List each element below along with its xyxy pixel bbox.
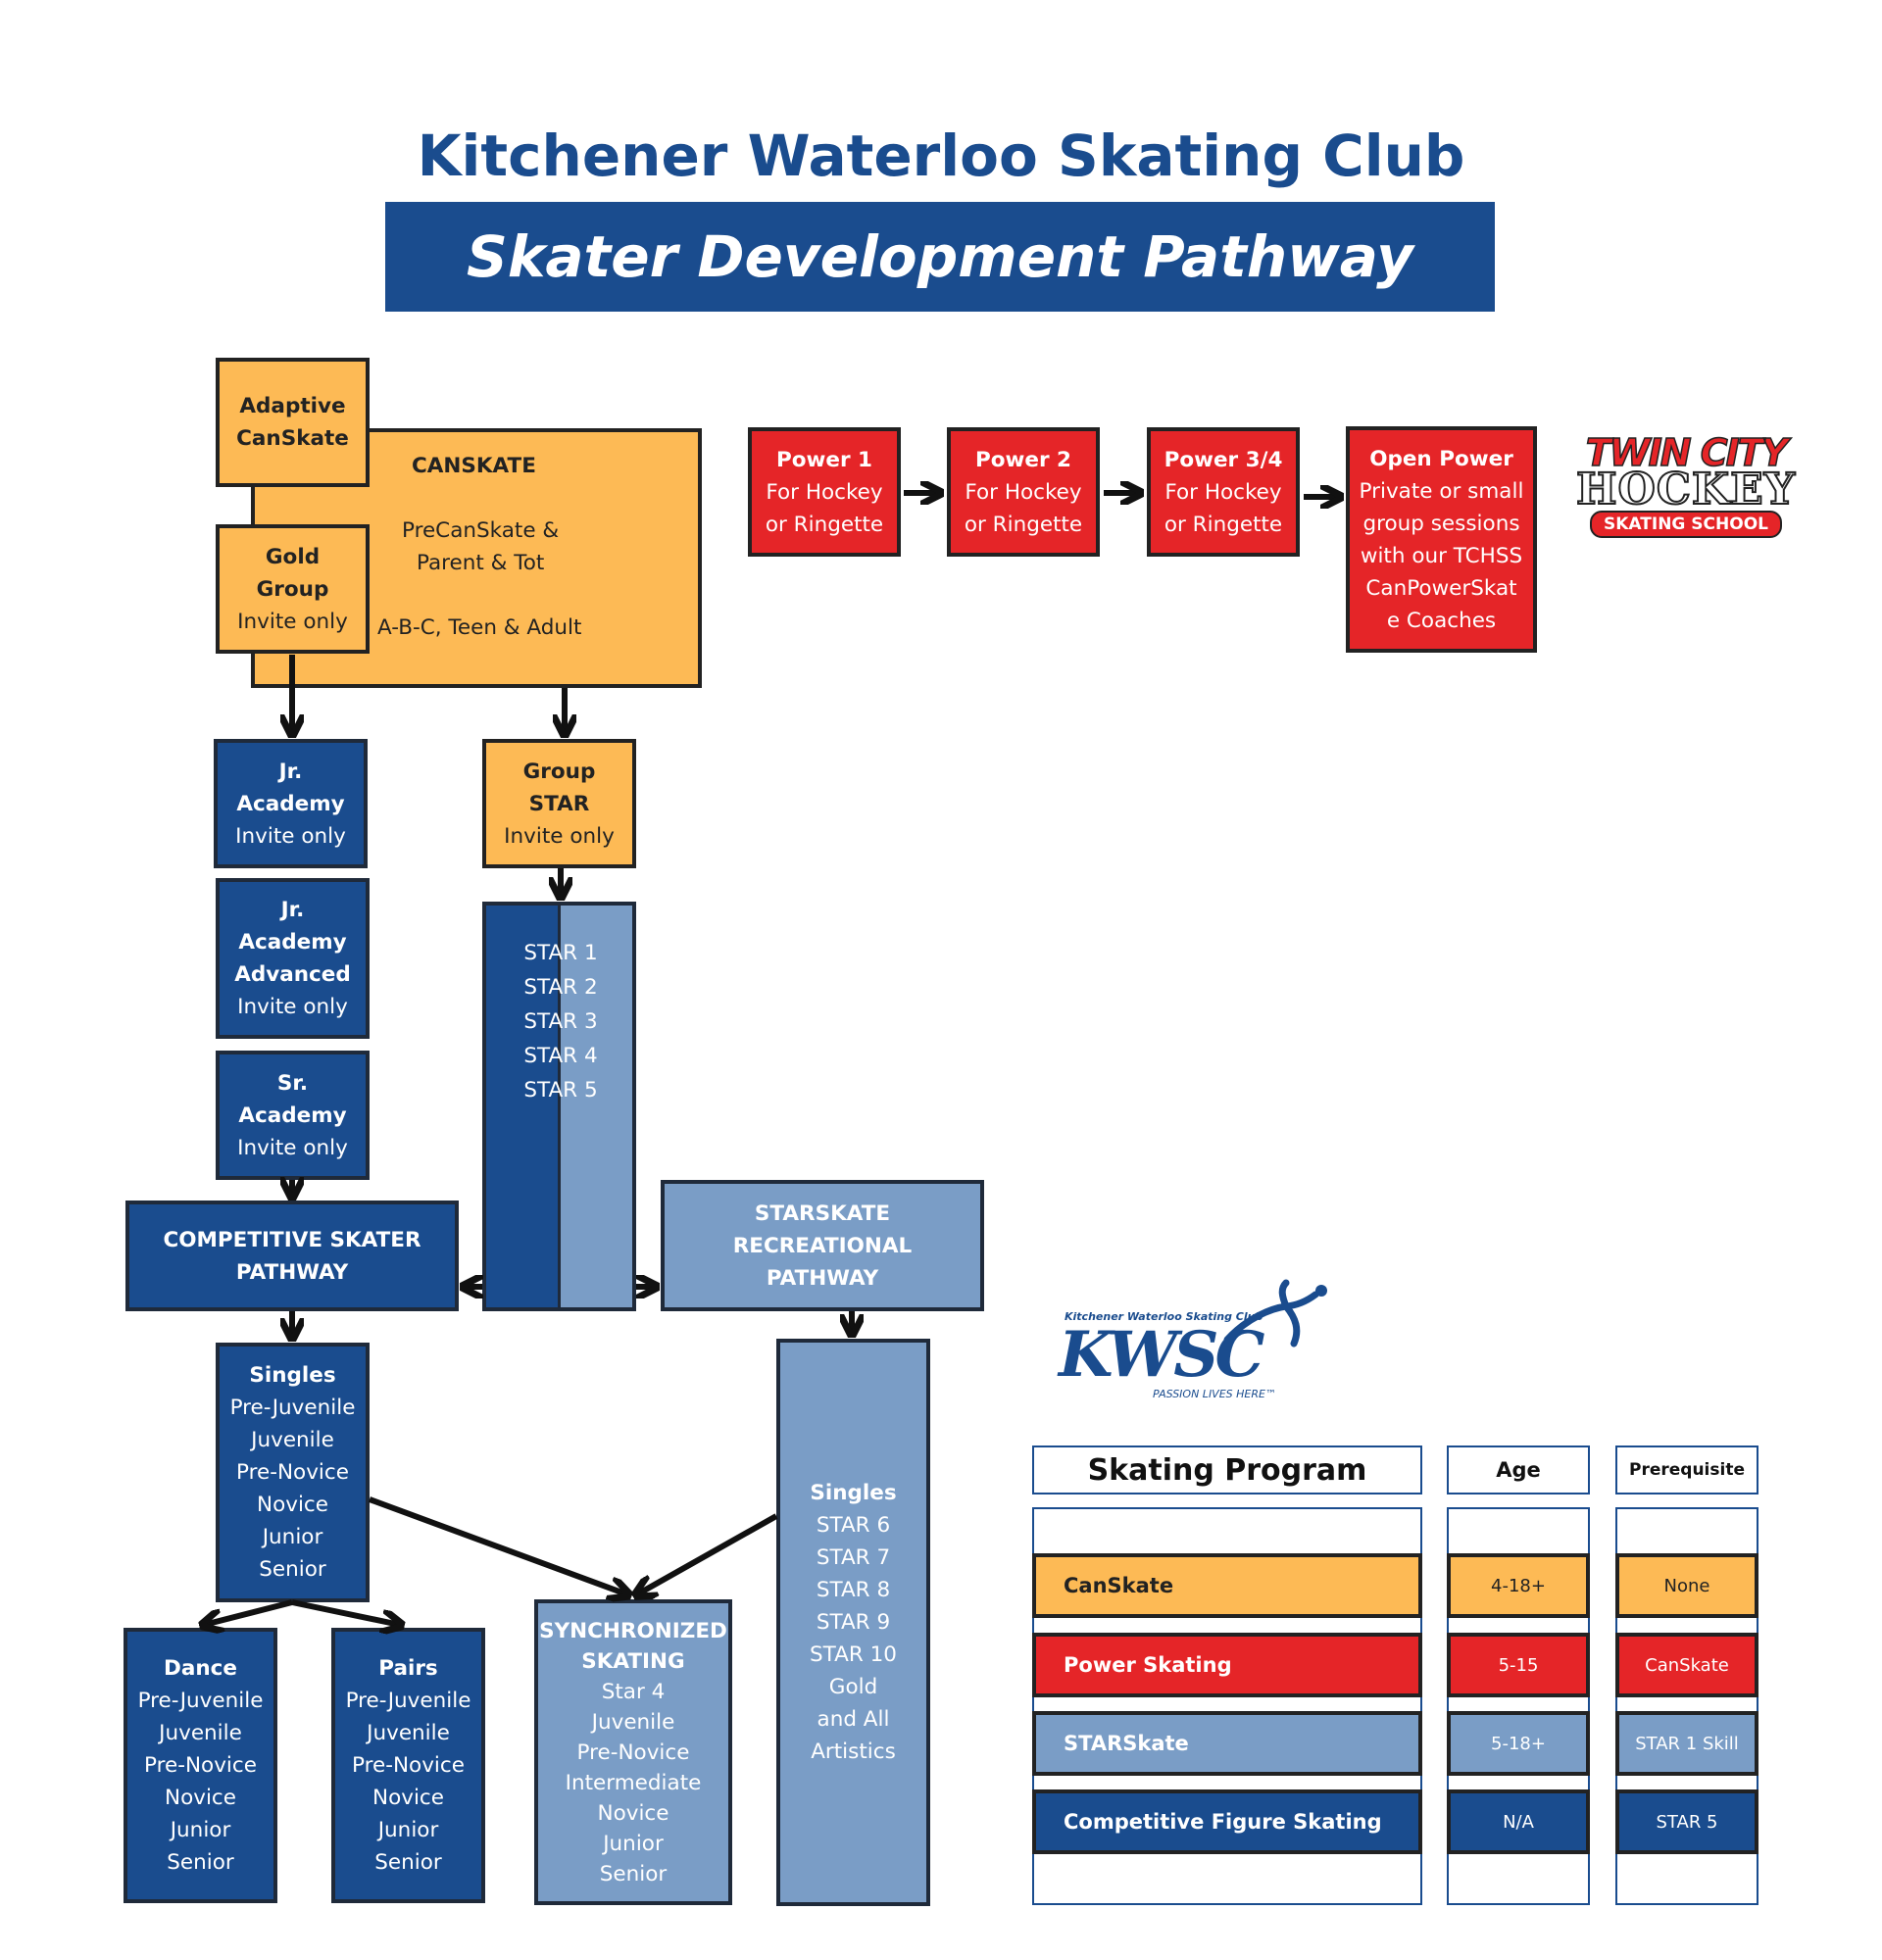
page-title: Kitchener Waterloo Skating Club: [417, 122, 1465, 189]
star-levels-list: STAR 1 STAR 2 STAR 3 STAR 4 STAR 5: [487, 936, 634, 1107]
jr-academy-advanced-box: Jr. Academy Advanced Invite only: [216, 878, 370, 1039]
kwsc-logo: Kitchener Waterloo Skating Club KWSC PAS…: [1059, 1279, 1333, 1406]
table-row-power-program: Power Skating: [1032, 1633, 1422, 1697]
table-row-starskate-program: STARSkate: [1032, 1711, 1422, 1776]
open-power-box: Open Power Private or small group sessio…: [1346, 426, 1537, 653]
power-3-4-box: Power 3/4 For Hockey or Ringette: [1147, 427, 1300, 557]
skater-silhouette-icon: [1223, 1279, 1327, 1348]
canskate-sub-2: Parent & Tot: [417, 551, 545, 575]
table-row-canskate-prereq: None: [1615, 1553, 1758, 1618]
dance-box: Dance Pre-Juvenile Juvenile Pre-Novice N…: [124, 1628, 277, 1903]
competitive-pathway-box: COMPETITIVE SKATER PATHWAY: [125, 1200, 459, 1311]
subtitle-banner: Skater Development Pathway: [385, 202, 1495, 312]
table-row-power-age: 5-15: [1447, 1633, 1590, 1697]
singles-recreational-box: Singles STAR 6 STAR 7 STAR 8 STAR 9 STAR…: [776, 1339, 930, 1906]
canskate-sub-3: A-B-C, Teen & Adult: [377, 615, 582, 640]
power-2-box: Power 2 For Hockey or Ringette: [947, 427, 1100, 557]
adaptive-canskate-box: Adaptive CanSkate: [216, 358, 370, 487]
twin-city-hockey-logo: TWIN CITY HOCKEY SKATING SCHOOL: [1573, 430, 1799, 573]
arrow-rec-synchro: [637, 1513, 778, 1594]
star-level-3: STAR 3: [523, 1009, 598, 1034]
synchronized-skating-box: SYNCHRONIZED SKATING Star 4 Juvenile Pre…: [534, 1599, 732, 1905]
table-row-starskate-prereq: STAR 1 Skill: [1615, 1711, 1758, 1776]
arrow-singles-dance: [204, 1599, 293, 1625]
gold-group-box: Gold Group Invite only: [216, 524, 370, 654]
table-header-program: Skating Program: [1032, 1446, 1422, 1494]
table-row-competitive-program: Competitive Figure Skating: [1032, 1789, 1422, 1854]
canskate-title: CANSKATE: [412, 454, 536, 478]
star-level-1: STAR 1: [523, 941, 598, 965]
star-level-4: STAR 4: [523, 1044, 598, 1068]
sr-academy-box: Sr. Academy Invite only: [216, 1051, 370, 1180]
star-1-5-box: [482, 902, 636, 1311]
table-row-canskate-age: 4-18+: [1447, 1553, 1590, 1618]
power-1-box: Power 1 For Hockey or Ringette: [748, 427, 901, 557]
arrow-singles-synchro: [368, 1496, 627, 1594]
table-header-prereq: Prerequisite: [1615, 1446, 1758, 1494]
table-row-power-prereq: CanSkate: [1615, 1633, 1758, 1697]
pairs-box: Pairs Pre-Juvenile Juvenile Pre-Novice N…: [331, 1628, 485, 1903]
jr-academy-box: Jr. Academy Invite only: [214, 739, 368, 868]
star-level-2: STAR 2: [523, 975, 598, 1000]
group-star-box: Group STAR Invite only: [482, 739, 636, 868]
starskate-recreational-box: STARSKATE RECREATIONAL PATHWAY: [661, 1180, 984, 1311]
table-row-canskate-program: CanSkate: [1032, 1553, 1422, 1618]
star-level-5: STAR 5: [523, 1078, 598, 1102]
canskate-sub-1: PreCanSkate &: [402, 518, 560, 543]
table-row-competitive-age: N/A: [1447, 1789, 1590, 1854]
arrow-singles-pairs: [291, 1599, 400, 1625]
singles-competitive-box: Singles Pre-Juvenile Juvenile Pre-Novice…: [216, 1343, 370, 1602]
table-header-age: Age: [1447, 1446, 1590, 1494]
table-row-competitive-prereq: STAR 5: [1615, 1789, 1758, 1854]
table-row-starskate-age: 5-18+: [1447, 1711, 1590, 1776]
